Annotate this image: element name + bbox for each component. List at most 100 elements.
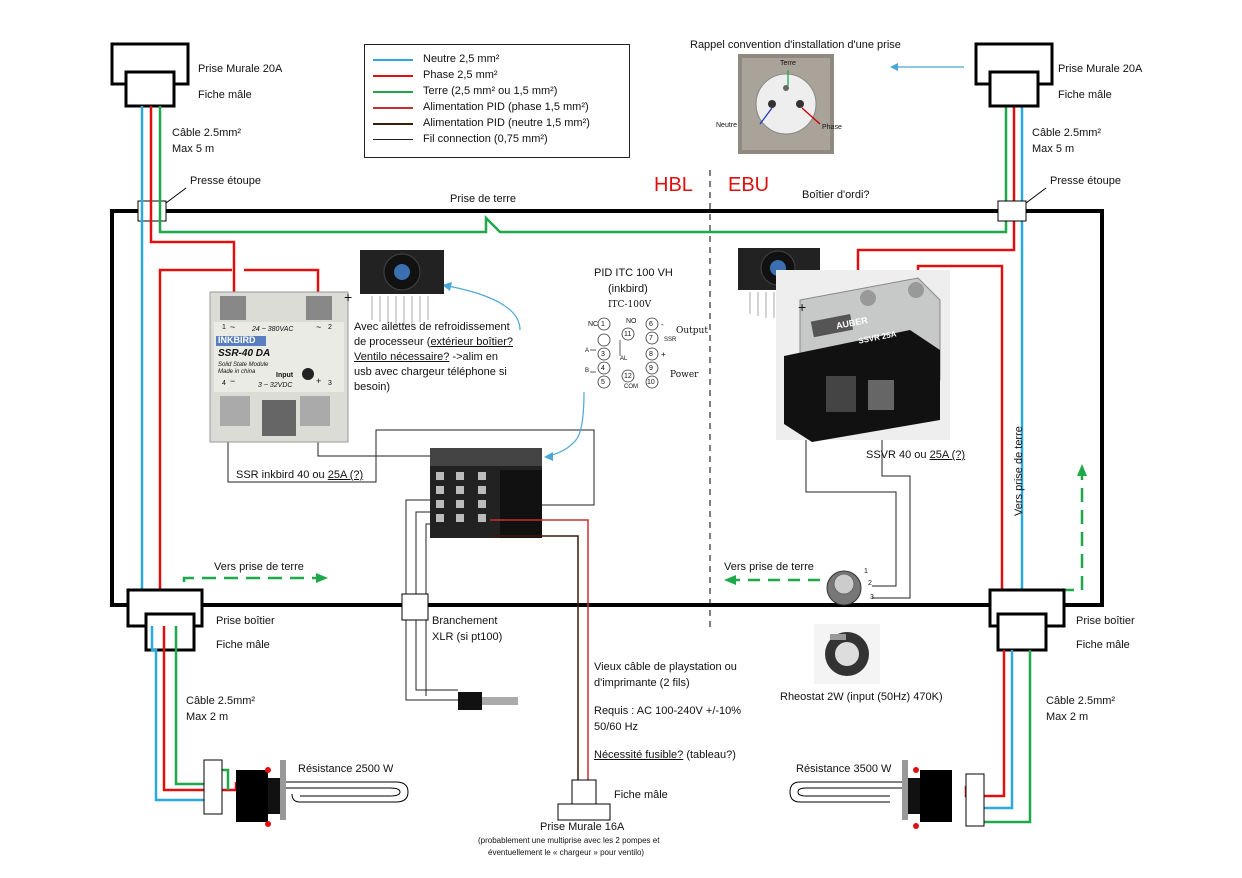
label-cooling-2b: extérieur boîtier?	[430, 336, 513, 348]
legend-label: Phase 2,5 mm²	[423, 69, 498, 81]
label-ssr-right: SSVR 40 ou 25A (?)	[866, 448, 965, 462]
label-cooling-3a: Ventilo nécessaire?	[354, 351, 450, 363]
label-fusible-a: Nécessité fusible?	[594, 749, 684, 761]
pid-t8: 8	[649, 351, 653, 358]
chassis-plug-left	[144, 612, 196, 652]
rheostat-photo	[814, 624, 880, 684]
label-plus-right: +	[798, 299, 807, 315]
chassis-plug-right	[996, 612, 1048, 652]
plug-16a	[571, 779, 597, 805]
wire-legend: Neutre 2,5 mm² Phase 2,5 mm² Terre (2,5 …	[364, 44, 630, 158]
pid-nc: NC	[588, 321, 599, 328]
ssr-left-input: Input	[276, 372, 294, 379]
label-resistance-right: Résistance 3500 W	[796, 763, 892, 775]
label-cooling-2a: de processeur (	[354, 336, 431, 348]
label-cable-left: Câble 2.5mm²	[172, 127, 242, 139]
label-xlr: XLR (si pt100)	[432, 631, 503, 643]
label-ssr-right-b: 25A (?)	[929, 449, 966, 461]
pid-t4: 4	[601, 365, 605, 372]
pid-t11: 11	[624, 331, 632, 338]
legend-swatch	[373, 91, 413, 93]
pid-a: A	[585, 348, 590, 354]
label-fusible-b: (tableau?)	[683, 749, 736, 761]
label-cable-left-max: Max 5 m	[172, 143, 215, 155]
gland-right	[997, 200, 1027, 222]
ssr-left-range-ac: 24 ~ 380VAC	[252, 326, 294, 333]
label-cooling-1: Avec ailettes de refroidissement	[354, 321, 510, 333]
ssr-left-n1: 1	[222, 324, 226, 331]
label-vieux-cable-1: Vieux câble de playstation ou	[594, 661, 737, 673]
legend-swatch	[373, 107, 413, 109]
label-fusible: Nécessité fusible? (tableau?)	[594, 748, 736, 762]
ssr-left-plus: +	[316, 376, 322, 386]
label-branchement: Branchement	[432, 615, 498, 627]
ssr-left-tilde1: ~	[230, 322, 236, 332]
plug-right	[988, 70, 1040, 108]
ssr-left-minus: −	[230, 376, 236, 386]
pid-t6: 6	[649, 321, 653, 328]
pid-com: COM	[624, 384, 638, 390]
pt100-probe	[458, 692, 482, 710]
label-cable-br: Câble 2.5mm²	[1046, 695, 1116, 707]
label-hbl: HBL	[654, 174, 693, 196]
ssr-left-tilde2: ~	[316, 322, 322, 332]
pid-terminal-schematic	[590, 317, 659, 389]
pid-t1: 1	[601, 321, 605, 328]
label-ssr-left: SSR inkbird 40 ou 25A (?)	[236, 468, 363, 482]
heating-element-left	[203, 759, 409, 827]
label-presse-left: Presse étoupe	[190, 175, 261, 187]
pid-controller	[430, 448, 542, 538]
legend-label: Terre (2,5 mm² ou 1,5 mm²)	[423, 85, 558, 97]
legend-label: Neutre 2,5 mm²	[423, 53, 500, 65]
label-ssr-right-a: SSVR 40 ou	[866, 449, 930, 461]
label-resistance-left: Résistance 2500 W	[298, 763, 394, 775]
socket-convention-photo	[738, 54, 834, 154]
pid-t7: 7	[649, 335, 653, 342]
legend-swatch	[373, 75, 413, 77]
label-pid-brand: (inkbird)	[608, 283, 648, 295]
rheostat-pin-3: 3	[870, 594, 874, 601]
label-fiche-male-right: Fiche mâle	[1058, 89, 1112, 101]
label-ssr-left-b: 25A (?)	[327, 469, 364, 481]
legend-label: Fil connection (0,75 mm²)	[423, 133, 548, 145]
label-ebu: EBU	[728, 174, 770, 196]
label-requis-1: Requis : AC 100-240V +/-10%	[594, 705, 742, 717]
label-prise-murale-left: Prise Murale 20A	[198, 63, 283, 75]
label-fiche-boitier-left: Fiche mâle	[216, 639, 270, 651]
label-prise-terre: Prise de terre	[450, 193, 517, 205]
ssr-left-n4: 4	[222, 380, 226, 387]
legend-label: Alimentation PID (phase 1,5 mm²)	[423, 101, 589, 113]
pid-t12: 12	[624, 373, 632, 380]
plug-left	[124, 70, 176, 108]
label-prise-boitier-left: Prise boîtier	[216, 615, 275, 627]
pid-t5: 5	[601, 379, 605, 386]
rheostat-pin-1: 1	[864, 568, 868, 575]
rheostat-pin-2: 2	[868, 580, 872, 587]
label-presse-right: Presse étoupe	[1050, 175, 1121, 187]
label-cable-right: Câble 2.5mm²	[1032, 127, 1102, 139]
ssr-left-brand: INKBIRD	[218, 335, 256, 345]
label-prise-boitier-right: Prise boîtier	[1076, 615, 1135, 627]
ssr-left-range-dc: 3 ~ 32VDC	[258, 382, 293, 389]
legend-swatch	[373, 139, 413, 140]
label-prise-16a: Prise Murale 16A	[540, 821, 625, 833]
label-rappel: Rappel convention d'installation d'une p…	[690, 39, 901, 51]
label-cooling-5: besoin)	[354, 381, 391, 393]
pid-t9: 9	[649, 365, 653, 372]
legend-label: Alimentation PID (neutre 1,5 mm²)	[423, 117, 590, 129]
ssr-left-n3: 3	[328, 380, 332, 387]
pid-ssr: SSR	[664, 337, 677, 343]
label-pid-model: ITC-100V	[608, 300, 652, 310]
label-multiprise-1: (probablement une multiprise avec les 2 …	[478, 836, 660, 845]
ssr-left-sub2: Made in china	[218, 369, 256, 375]
label-ssr-left-a: SSR inkbird 40 ou	[236, 469, 328, 481]
label-cable-right-max: Max 5 m	[1032, 143, 1075, 155]
label-cooling-3: Ventilo nécessaire? ->alim en	[354, 350, 498, 364]
label-vers-terre-mid: Vers prise de terre	[724, 561, 814, 573]
label-socket-phase: Phase	[822, 124, 842, 131]
enclosure-box	[110, 209, 1104, 607]
label-fiche-male-left: Fiche mâle	[198, 89, 252, 101]
pid-t10: 10	[647, 379, 655, 386]
ssr-left-n2: 2	[328, 324, 332, 331]
